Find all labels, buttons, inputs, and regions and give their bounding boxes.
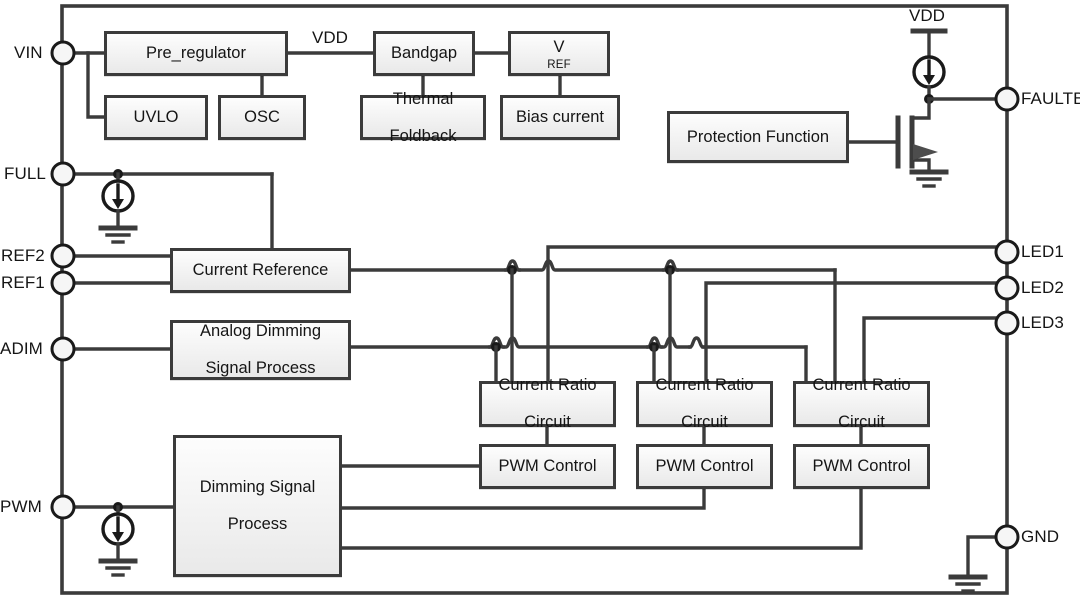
wire-dsp-to-pwm2 (340, 487, 706, 510)
block-label-pwm-control-2: PWM Control (655, 457, 754, 476)
pin-label-gnd: GND (1021, 527, 1060, 546)
wire-crc3-to-led3 (862, 316, 1009, 383)
pin-label-led3: LED3 (1021, 313, 1064, 332)
pin-label-pwm: PWM (0, 497, 42, 516)
pin-circle-adim (50, 336, 76, 362)
block-bias-current[interactable]: Bias current (500, 95, 620, 140)
wire-nmos-drain (910, 97, 931, 132)
pin-label-led1: LED1 (1021, 242, 1064, 261)
wire-gnd-pin (966, 535, 1009, 579)
block-current-reference[interactable]: Current Reference (170, 248, 351, 293)
block-label-uvlo: UVLO (133, 108, 179, 127)
net-label-vdd-pre-regulator: VDD (312, 28, 348, 47)
crc2-line-2: Circuit (681, 413, 728, 432)
block-pwm-control-1[interactable]: PWM Control (479, 444, 616, 489)
wire-adim-bus (349, 336, 808, 349)
pin-label-ref1: REF1 (1, 273, 45, 292)
net-label-vdd-faultb: VDD (909, 6, 945, 25)
pin-circle-ref2 (50, 243, 76, 269)
block-label-current-reference: Current Reference (192, 261, 329, 280)
pin-circle-full (50, 161, 76, 187)
block-pwm-control-2[interactable]: PWM Control (636, 444, 773, 489)
crc2-line-1: Current Ratio (655, 376, 754, 395)
pin-label-full: FULL (4, 164, 46, 183)
block-osc[interactable]: OSC (218, 95, 306, 140)
pin-label-ref2: REF2 (1, 246, 45, 265)
pin-circle-led1 (994, 239, 1020, 265)
block-pre-regulator[interactable]: Pre_regulator (104, 31, 288, 76)
block-uvlo[interactable]: UVLO (104, 95, 208, 140)
pin-circle-gnd (994, 524, 1020, 550)
block-label-pre-regulator: Pre_regulator (146, 44, 246, 63)
analog-dimming-line-1: Analog Dimming (199, 322, 322, 341)
thermal-line-2: Foldback (389, 126, 457, 145)
block-label-protection-function: Protection Function (686, 127, 830, 146)
current-source-faultb-arrow-head (923, 75, 935, 85)
block-pwm-control-3[interactable]: PWM Control (793, 444, 930, 489)
current-source-pwm-arrow-head (112, 532, 124, 542)
crc3-line-1: Current Ratio (812, 376, 911, 395)
pin-label-led2: LED2 (1021, 278, 1064, 297)
dsp-line-2: Process (227, 515, 288, 534)
block-protection-function[interactable]: Protection Function (667, 111, 849, 163)
wire-nmos-source (910, 158, 931, 174)
pin-circle-pwm (50, 494, 76, 520)
block-label-bandgap: Bandgap (390, 44, 458, 63)
wire-crc2-to-led2 (704, 281, 1009, 383)
current-source-full-arrow-head (112, 199, 124, 209)
block-label-pwm-control-3: PWM Control (812, 457, 911, 476)
pin-label-vin: VIN (14, 43, 43, 62)
wire-dsp-to-pwm3 (340, 487, 863, 550)
hop-adim-over-c (688, 336, 705, 349)
crc3-line-2: Circuit (838, 413, 885, 432)
dsp-line-1: Dimming Signal (199, 478, 316, 497)
vref-base: V (553, 37, 565, 56)
pin-circle-faultb (994, 86, 1020, 112)
pin-circle-vin (50, 40, 76, 66)
pin-label-faultb: FAULTB (1021, 89, 1080, 108)
wire-currentref-bus (349, 259, 837, 272)
pin-circle-led3 (994, 310, 1020, 336)
nmos-body-arrow (913, 144, 938, 160)
block-label-osc: OSC (244, 108, 280, 127)
crc1-line-1: Current Ratio (498, 376, 597, 395)
wire-crc1-to-led1 (546, 245, 1009, 383)
pin-circle-ref1 (50, 270, 76, 296)
block-label-pwm-control-1: PWM Control (498, 457, 597, 476)
crc1-line-2: Circuit (524, 413, 571, 432)
block-label-vref: V REF (539, 37, 579, 72)
block-bandgap[interactable]: Bandgap (373, 31, 475, 76)
vref-subscript: REF (547, 59, 571, 72)
wire-vin-uvlo (86, 51, 106, 119)
pin-circle-led2 (994, 275, 1020, 301)
analog-dimming-line-2: Signal Process (205, 359, 316, 378)
block-vref[interactable]: V REF (508, 31, 610, 76)
block-label-bias-current: Bias current (515, 108, 605, 127)
pin-label-adim: ADIM (0, 339, 43, 358)
thermal-line-1: Thermal (392, 89, 454, 108)
